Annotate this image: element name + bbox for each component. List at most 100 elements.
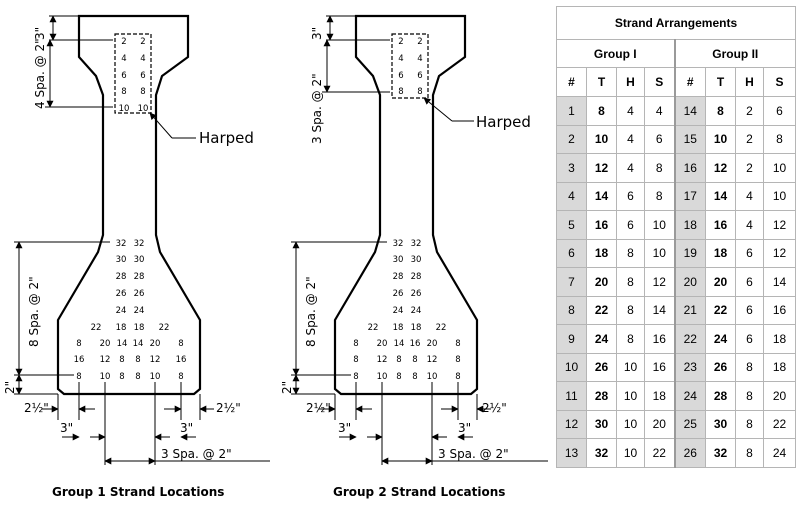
table-cell: 6 xyxy=(735,267,764,297)
table-cell: 5 xyxy=(556,210,587,240)
strand-label: 6 xyxy=(398,71,403,81)
strand-label: 8 xyxy=(417,87,422,97)
table-cell: 22 xyxy=(586,295,617,325)
strand-label: 8 xyxy=(76,372,81,382)
table-cell: 32 xyxy=(705,438,736,468)
strand-label: 22 xyxy=(368,323,379,333)
strand-label: 30 xyxy=(393,255,404,265)
strand-label: 4 xyxy=(417,54,422,64)
table-cell: 13 xyxy=(556,438,587,468)
strand-label: 8 xyxy=(353,372,358,382)
table-cell: 14 xyxy=(673,96,706,126)
table-cell: 16 xyxy=(644,352,675,382)
table-cell: 8 xyxy=(586,96,617,126)
group2-right-half-dim: 2½" xyxy=(482,401,507,415)
group2-caption: Group 2 Strand Locations xyxy=(333,485,505,499)
table-cell: 12 xyxy=(556,409,587,439)
table-cell: 22 xyxy=(644,438,675,468)
strand-label: 20 xyxy=(100,339,111,349)
table-cell: 14 xyxy=(586,181,617,211)
table-cell: 22 xyxy=(705,295,736,325)
table-cell: 7 xyxy=(556,267,587,297)
table-cell: 6 xyxy=(763,96,796,126)
strand-label: 28 xyxy=(411,272,422,282)
strand-label: 8 xyxy=(396,355,401,365)
table-cell: 11 xyxy=(556,381,587,411)
strand-label: 8 xyxy=(178,372,183,382)
table-cell: 10 xyxy=(644,210,675,240)
table-cell: 8 xyxy=(735,381,764,411)
strand-label: 8 xyxy=(396,372,401,382)
group1-bottom-spa-dim: 3 Spa. @ 2" xyxy=(161,447,232,461)
table-cell: 32 xyxy=(586,438,617,468)
strand-label: 12 xyxy=(427,355,438,365)
table-cell: 17 xyxy=(673,181,706,211)
strand-label: 14 xyxy=(394,339,405,349)
strand-label: 30 xyxy=(411,255,422,265)
strand-label: 2 xyxy=(121,37,126,47)
table-cell: 4 xyxy=(616,153,645,183)
table-cell: 20 xyxy=(644,409,675,439)
strand-label: 14 xyxy=(133,339,144,349)
group1-left-3in-dim: 3" xyxy=(60,421,73,435)
strand-label: 14 xyxy=(117,339,128,349)
strand-label: 10 xyxy=(119,104,130,114)
strand-label: 24 xyxy=(411,306,422,316)
strand-label: 32 xyxy=(134,239,145,249)
table-group-ii-header: Group II xyxy=(673,39,796,68)
col-header: S xyxy=(763,67,796,97)
group1-right-3in-dim: 3" xyxy=(180,421,193,435)
table-cell: 24 xyxy=(673,381,706,411)
strand-label: 32 xyxy=(116,239,127,249)
group1-left-half-dim: 2½" xyxy=(24,401,49,415)
table-cell: 8 xyxy=(735,438,764,468)
strand-label: 8 xyxy=(455,372,460,382)
col-header: T xyxy=(586,67,617,97)
table-cell: 18 xyxy=(644,381,675,411)
group1-right-half-dim: 2½" xyxy=(216,401,241,415)
strand-label: 8 xyxy=(412,355,417,365)
strand-label: 12 xyxy=(150,355,161,365)
group1-top-dim: 3" xyxy=(33,27,47,40)
table-cell: 8 xyxy=(616,238,645,268)
table-cell: 30 xyxy=(586,409,617,439)
strand-label: 4 xyxy=(140,54,145,64)
table-cell: 18 xyxy=(705,238,736,268)
col-header: # xyxy=(673,67,706,97)
table-cell: 10 xyxy=(763,153,796,183)
table-cell: 4 xyxy=(616,96,645,126)
strand-label: 8 xyxy=(353,355,358,365)
strand-label: 8 xyxy=(178,339,183,349)
strand-label: 10 xyxy=(138,104,149,114)
strand-label: 32 xyxy=(393,239,404,249)
strand-label: 22 xyxy=(91,323,102,333)
group2-harped-label: Harped xyxy=(476,113,531,131)
strand-label: 22 xyxy=(159,323,170,333)
strand-label: 8 xyxy=(455,355,460,365)
table-cell: 12 xyxy=(763,210,796,240)
col-header: T xyxy=(705,67,736,97)
table-cell: 2 xyxy=(556,124,587,154)
strand-label: 30 xyxy=(116,255,127,265)
table-cell: 10 xyxy=(586,124,617,154)
group2-bottom-2in-dim: 2" xyxy=(280,381,294,394)
table-cell: 18 xyxy=(586,238,617,268)
table-cell: 14 xyxy=(763,267,796,297)
table-cell: 20 xyxy=(705,267,736,297)
strand-label: 20 xyxy=(427,339,438,349)
strand-label: 26 xyxy=(134,289,145,299)
table-cell: 10 xyxy=(705,124,736,154)
col-header: # xyxy=(556,67,587,97)
table-cell: 2 xyxy=(735,96,764,126)
table-cell: 20 xyxy=(586,267,617,297)
group2-left-3in-dim: 3" xyxy=(338,421,351,435)
